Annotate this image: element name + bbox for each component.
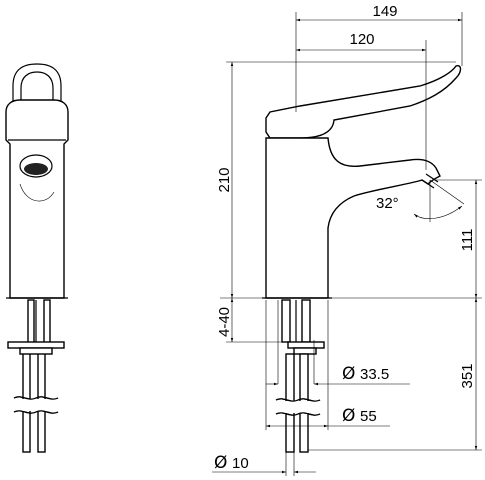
front-view	[5, 63, 69, 453]
label-351: 351	[459, 363, 476, 388]
side-lever	[265, 65, 462, 139]
label-149: 149	[372, 3, 397, 20]
label-hole-diam-symbol: Ø	[342, 364, 355, 384]
label-111: 111	[459, 229, 476, 252]
dim-deck: 4-40	[216, 298, 290, 343]
front-mounting-plate	[7, 341, 65, 355]
side-shank	[275, 299, 325, 453]
label-angle: 32°	[376, 195, 399, 212]
dim-111: 111	[436, 179, 482, 298]
dim-angle: 32°	[376, 179, 465, 222]
dim-120: 120	[296, 31, 427, 170]
dim-210: 210	[216, 61, 456, 298]
front-lever-handle	[12, 63, 62, 108]
label-pipe-diam-symbol: Ø	[214, 453, 227, 473]
front-faucet-body	[5, 99, 69, 299]
side-aerator	[421, 173, 439, 189]
dim-base: Ø 55	[265, 300, 390, 430]
side-faucet-body	[265, 137, 441, 299]
label-base-diam-symbol: Ø	[342, 406, 355, 426]
label-base: 55	[360, 408, 377, 425]
front-supply-pipes	[13, 299, 59, 453]
label-210: 210	[216, 167, 233, 192]
label-hole: 33.5	[360, 366, 389, 383]
label-120: 120	[349, 31, 374, 48]
side-view: 149 120 210 111 32°	[212, 3, 482, 476]
dim-hole: Ø 33.5	[266, 300, 410, 386]
dim-pipe: Ø 10	[212, 452, 316, 476]
label-deck: 4-40	[216, 307, 233, 337]
label-pipe: 10	[232, 455, 249, 472]
dim-351: 351	[308, 298, 482, 451]
